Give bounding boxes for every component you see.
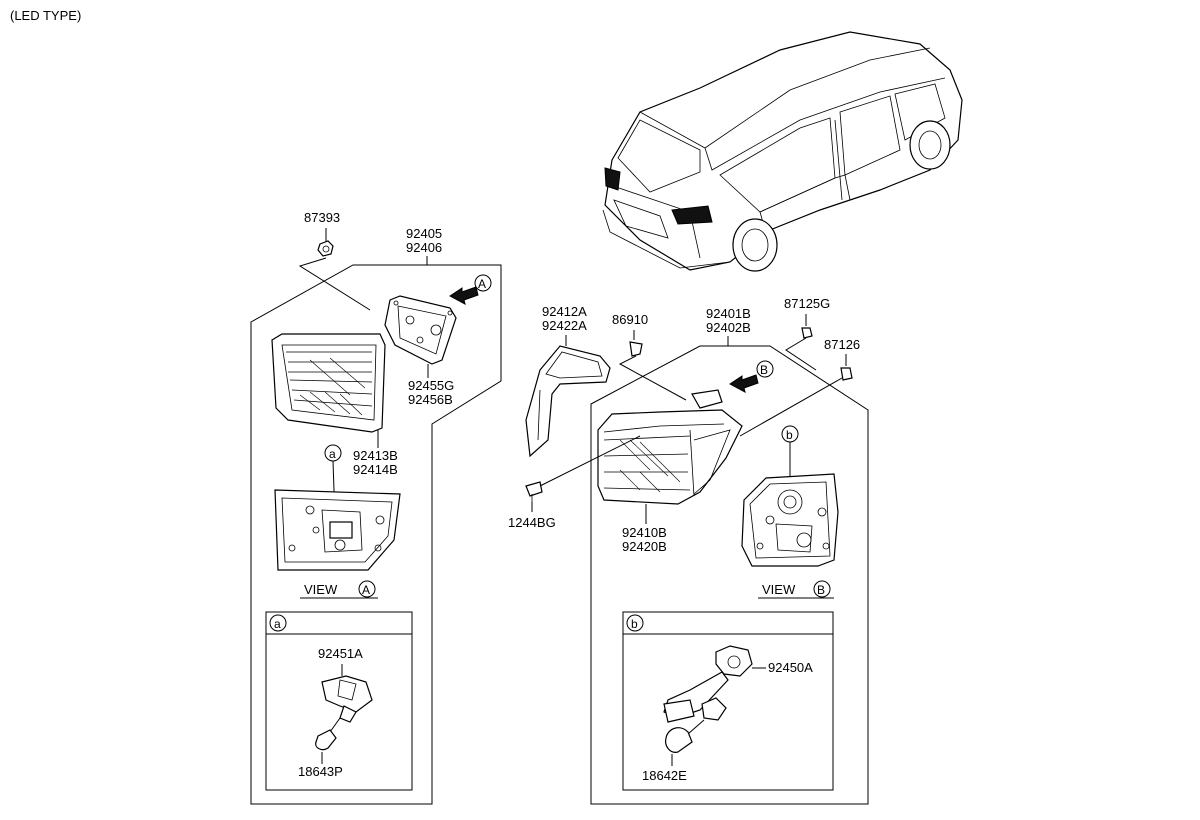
label-87126: 87126 [824,337,860,352]
inset-a-box [265,611,413,791]
bolt-87393-part [317,240,334,257]
view-a-letter: A [362,583,370,597]
callout-a-upper: A [478,277,486,291]
lamp-bracket-part [691,389,723,409]
view-b-letter: B [817,583,825,597]
clip-86910-part [629,341,643,357]
nut-87125g-part [801,327,813,339]
inset-a-letter: a [274,617,281,631]
callout-a-circle: a [324,444,342,462]
label-87125g: 87125G [784,296,830,311]
socket-92450a-part [663,645,753,723]
label-92456b: 92456B [408,392,453,407]
label-92422a: 92422A [542,318,587,333]
bulb-18643p-part [315,729,337,751]
callout-b-circle: b [781,425,799,443]
label-92451a: 92451A [318,646,363,661]
label-92414b: 92414B [353,462,398,477]
callout-b-lower: b [786,428,793,442]
label-92402b: 92402B [706,320,751,335]
label-92406: 92406 [406,240,442,255]
view-b-arrow: B [729,360,774,393]
label-92450a: 92450A [768,660,813,675]
label-86910: 86910 [612,312,648,327]
view-b-lamp-back-part [741,473,839,567]
label-92413b: 92413B [353,448,398,463]
inner-lamp-92413b-part [271,333,386,433]
view-a-label: VIEW [304,582,338,597]
view-a-lamp-back-part [274,489,401,571]
vehicle-illustration [602,31,963,272]
label-92420b: 92420B [622,539,667,554]
label-18642e: 18642E [642,768,687,783]
label-87393: 87393 [304,210,340,225]
garnish-92412a-part [525,345,611,458]
right-assembly-frame [590,345,869,805]
view-a-arrow: A [449,274,492,305]
nut-87126-part [840,367,853,381]
bulb-18642e-part [665,727,693,753]
inset-b-box [622,611,834,791]
callout-a-lower: a [329,447,336,461]
label-92405: 92405 [406,226,442,241]
screw-1244bg-part [525,481,543,502]
led-type-note: (LED TYPE) [10,8,81,23]
label-92401b: 92401B [706,306,751,321]
left-assembly-frame [250,264,502,805]
label-1244bg: 1244BG [508,515,556,530]
callout-b-upper: B [760,363,768,377]
label-92410b: 92410B [622,525,667,540]
label-18643p: 18643P [298,764,343,779]
inset-b-letter: b [631,617,638,631]
label-92412a: 92412A [542,304,587,319]
gasket-92455g-part [384,295,457,365]
outer-lamp-92410b-part [597,409,743,505]
socket-92451a-part [321,675,373,723]
label-92455g: 92455G [408,378,454,393]
view-b-label: VIEW [762,582,796,597]
